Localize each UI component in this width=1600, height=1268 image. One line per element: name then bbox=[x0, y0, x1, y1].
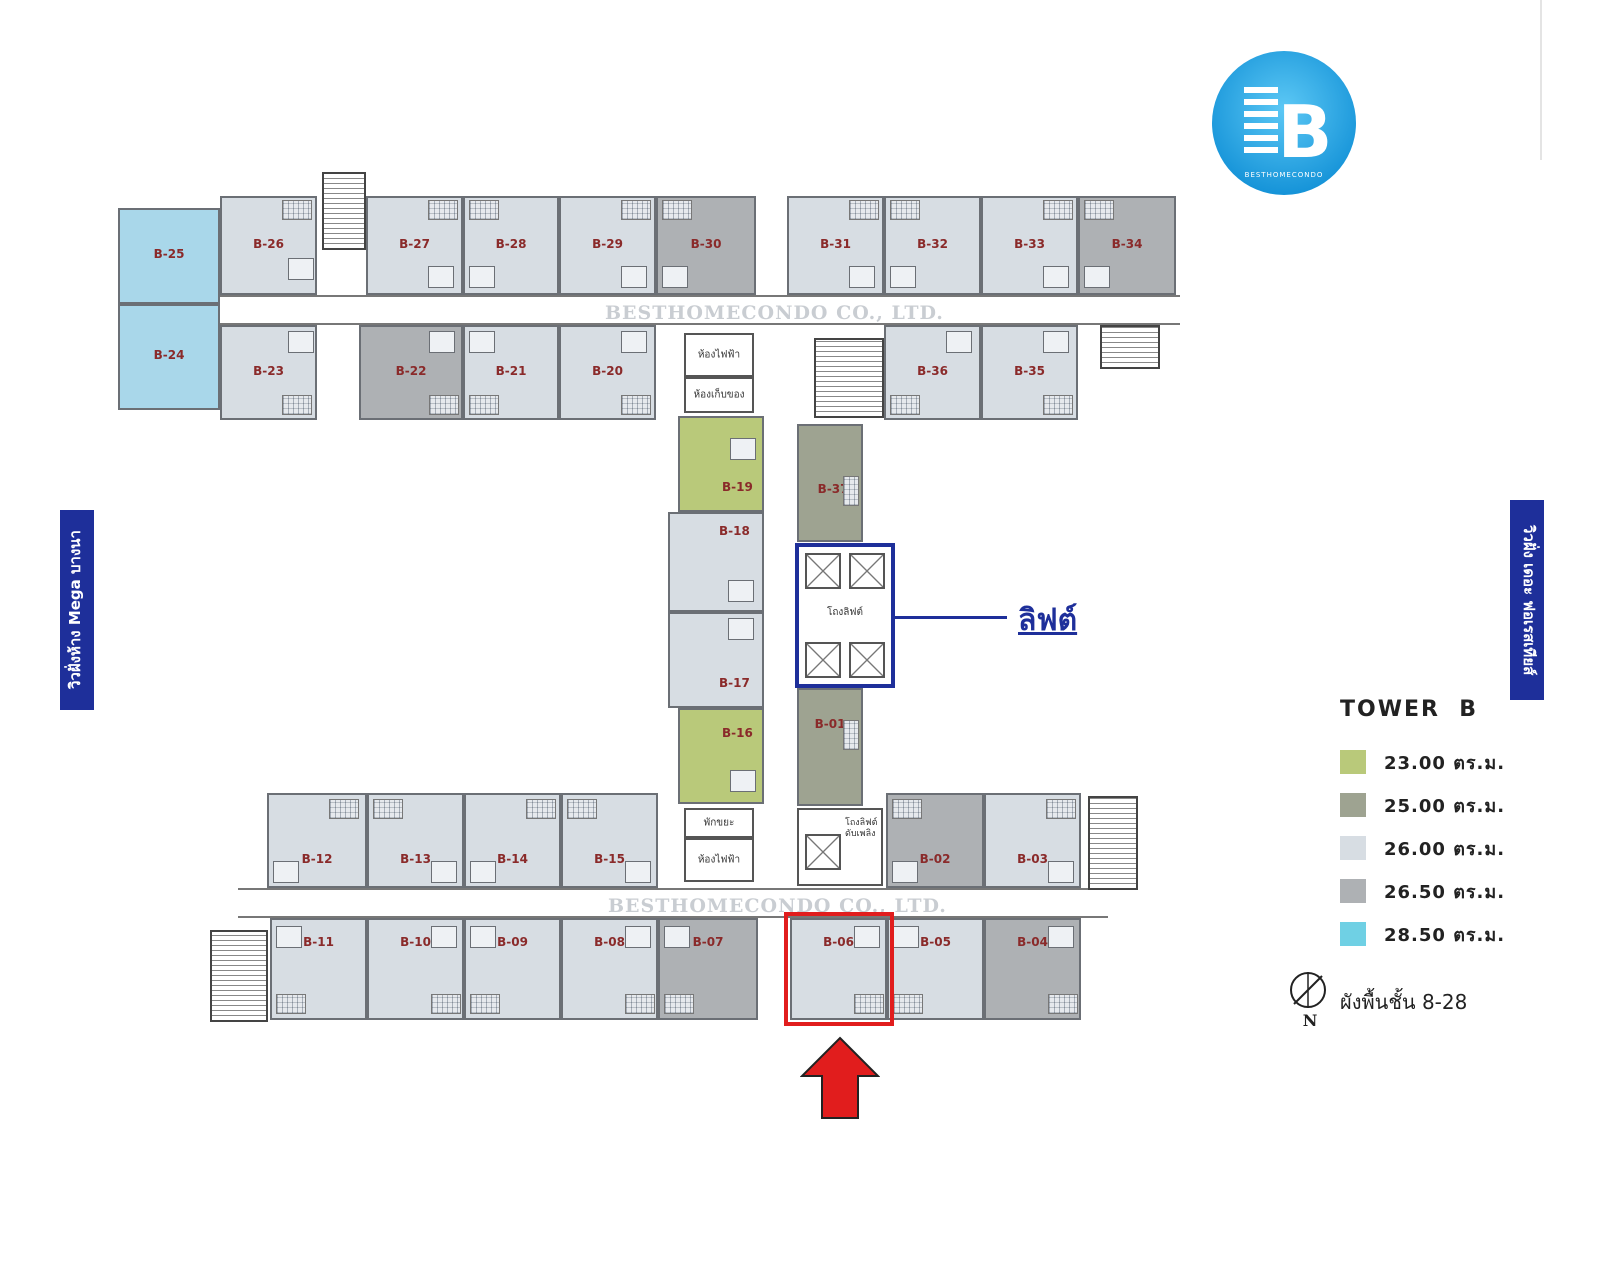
unit-b17: B-17 bbox=[668, 612, 764, 708]
unit-b37: B-37 bbox=[797, 424, 863, 542]
unit-b36: B-36 bbox=[884, 325, 981, 420]
unit-b09: B-09 bbox=[464, 918, 561, 1020]
lift-lobby-label: โถงลิฟต์ bbox=[826, 607, 863, 618]
unit-b32: B-32 bbox=[884, 196, 981, 295]
lift-car-1 bbox=[805, 553, 841, 589]
legend-label: 23.00 ตร.ม. bbox=[1384, 752, 1506, 774]
unit-b26: B-26 bbox=[220, 196, 317, 295]
unit-b13: B-13 bbox=[367, 793, 464, 888]
legend-label: 28.50 ตร.ม. bbox=[1384, 924, 1506, 946]
legend-item-23: 23.00 ตร.ม. bbox=[1340, 748, 1505, 776]
unit-b20: B-20 bbox=[559, 325, 656, 420]
bottom-corridor bbox=[238, 888, 1108, 918]
fire-lift-lobby: โถงลิฟต์ดับเพลิง bbox=[797, 808, 883, 886]
legend-swatch bbox=[1340, 922, 1366, 946]
unit-b28: B-28 bbox=[463, 196, 559, 295]
lift-car-4 bbox=[849, 642, 885, 678]
unit-b07: B-07 bbox=[658, 918, 758, 1020]
legend-item-28-5: 28.50 ตร.ม. bbox=[1340, 920, 1505, 948]
unit-b30: B-30 bbox=[656, 196, 756, 295]
lift-car-2 bbox=[849, 553, 885, 589]
electric-room-top: ห้องไฟฟ้า bbox=[684, 333, 754, 377]
unit-b01: B-01 bbox=[797, 688, 863, 806]
legend-item-25: 25.00 ตร.ม. bbox=[1340, 791, 1505, 819]
legend-label: 26.00 ตร.ม. bbox=[1384, 838, 1506, 860]
logo-letter: B bbox=[1278, 90, 1333, 174]
legend-label: 25.00 ตร.ม. bbox=[1384, 795, 1506, 817]
unit-b29: B-29 bbox=[559, 196, 656, 295]
legend-title: TOWER B bbox=[1340, 697, 1479, 722]
bottom-left-stair bbox=[210, 930, 268, 1022]
unit-b10: B-10 bbox=[367, 918, 464, 1020]
top-corridor bbox=[185, 295, 1180, 325]
unit-b15: B-15 bbox=[561, 793, 658, 888]
logo-text: BESTHOMECONDO bbox=[1245, 171, 1324, 179]
unit-b23: B-23 bbox=[220, 325, 317, 420]
compass-letter: N bbox=[1303, 1011, 1318, 1030]
watermark-top: BESTHOMECONDO CO., LTD. bbox=[605, 302, 944, 324]
floor-plan-label: ผังพื้นชั้น 8-28 bbox=[1340, 990, 1468, 1014]
legend-item-26: 26.00 ตร.ม. bbox=[1340, 834, 1505, 862]
unit-b34: B-34 bbox=[1078, 196, 1176, 295]
company-logo: B BESTHOMECONDO bbox=[1210, 49, 1358, 197]
storage-room: ห้องเก็บของ bbox=[684, 377, 754, 413]
fire-lift-car bbox=[805, 834, 841, 870]
building-b-logo-icon: B BESTHOMECONDO bbox=[1212, 51, 1356, 195]
highlight-box bbox=[784, 912, 894, 1026]
lift-car-3 bbox=[805, 642, 841, 678]
top-right-edge-line bbox=[1540, 0, 1542, 160]
unit-b19: B-19 bbox=[678, 416, 764, 512]
unit-b08: B-08 bbox=[561, 918, 658, 1020]
unit-b35: B-35 bbox=[981, 325, 1078, 420]
top-left-stair bbox=[322, 172, 366, 250]
lift-label: ลิฟต์ bbox=[1018, 603, 1078, 638]
unit-b27: B-27 bbox=[366, 196, 463, 295]
legend-label: 26.50 ตร.ม. bbox=[1384, 881, 1506, 903]
left-view-label: วิวฝั่งห้าง Mega บางนา bbox=[60, 510, 94, 710]
unit-b05: B-05 bbox=[887, 918, 984, 1020]
unit-b25: B-25 bbox=[118, 208, 220, 304]
top-right-stair bbox=[1100, 325, 1160, 369]
fire-lift-label: โถงลิฟต์ดับเพลิง bbox=[845, 818, 878, 839]
legend-swatch bbox=[1340, 750, 1366, 774]
lift-pointer-line bbox=[895, 616, 1007, 619]
unit-b11: B-11 bbox=[270, 918, 367, 1020]
unit-b33: B-33 bbox=[981, 196, 1078, 295]
red-up-arrow-icon bbox=[800, 1036, 880, 1119]
legend-swatch bbox=[1340, 836, 1366, 860]
north-compass-icon: N bbox=[1290, 972, 1326, 1030]
right-view-label: วิวฝั่ง เดอะ ฟอเรสเทียส์ bbox=[1510, 500, 1544, 700]
unit-b21: B-21 bbox=[463, 325, 559, 420]
unit-b02: B-02 bbox=[886, 793, 984, 888]
unit-b03: B-03 bbox=[984, 793, 1081, 888]
unit-b04: B-04 bbox=[984, 918, 1081, 1020]
unit-b31: B-31 bbox=[787, 196, 884, 295]
unit-b06[interactable]: B-06 bbox=[790, 918, 887, 1020]
lift-frame: โถงลิฟต์ bbox=[795, 543, 895, 688]
unit-b12: B-12 bbox=[267, 793, 367, 888]
unit-b24: B-24 bbox=[118, 304, 220, 410]
watermark-bottom: BESTHOMECONDO CO., LTD. bbox=[608, 895, 947, 917]
unit-b18: B-18 bbox=[668, 512, 764, 612]
garbage-room: พักขยะ bbox=[684, 808, 754, 838]
electric-room-bottom: ห้องไฟฟ้า bbox=[684, 838, 754, 882]
top-center-stair bbox=[814, 338, 884, 418]
legend-swatch bbox=[1340, 879, 1366, 903]
bottom-right-stair bbox=[1088, 796, 1138, 890]
legend-item-26-5: 26.50 ตร.ม. bbox=[1340, 877, 1505, 905]
unit-b16: B-16 bbox=[678, 708, 764, 804]
legend-swatch bbox=[1340, 793, 1366, 817]
unit-b22: B-22 bbox=[359, 325, 463, 420]
unit-b14: B-14 bbox=[464, 793, 561, 888]
